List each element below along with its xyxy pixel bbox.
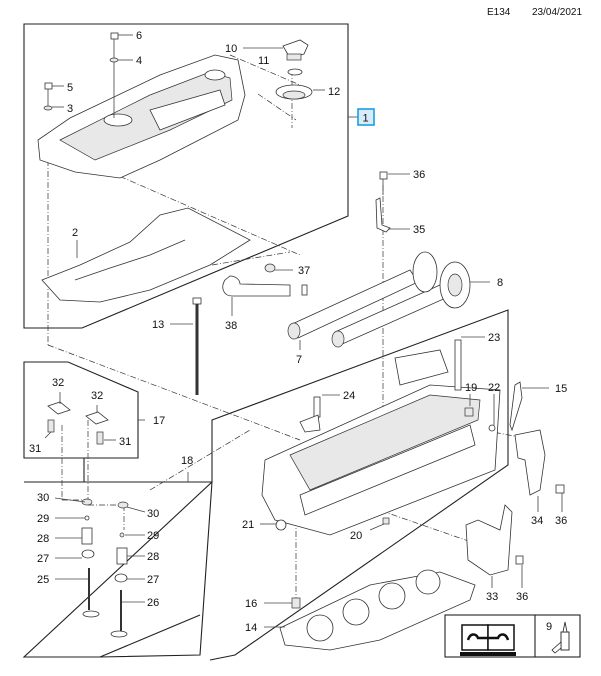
breather-hose xyxy=(222,263,308,297)
oil-filler-cap-assembly xyxy=(275,39,313,100)
callout-label-31-left[interactable]: 31 xyxy=(29,443,41,455)
dowel xyxy=(291,597,301,609)
camshafts xyxy=(287,251,471,348)
assembly-callout-box[interactable] xyxy=(357,108,375,126)
callout-label-27-right[interactable]: 27 xyxy=(147,574,159,586)
callout-label-23[interactable]: 23 xyxy=(488,332,500,344)
callout-label-33[interactable]: 33 xyxy=(486,591,498,603)
callout-label-26[interactable]: 26 xyxy=(147,597,159,609)
callout-labels: 6 4 5 3 10 11 12 2 36 35 37 8 13 xyxy=(29,30,567,634)
callout-label-20[interactable]: 20 xyxy=(350,530,362,542)
callout-label-38[interactable]: 38 xyxy=(225,320,237,332)
valve-parts xyxy=(81,498,129,638)
bracket-bolt xyxy=(555,484,565,494)
callout-label-18[interactable]: 18 xyxy=(181,455,193,467)
head-small-parts xyxy=(275,339,523,531)
callout-label-14[interactable]: 13 xyxy=(152,319,164,331)
callout-label-28-right[interactable]: 28 xyxy=(147,551,159,563)
callout-label-36-top[interactable]: 36 xyxy=(413,169,425,181)
callout-label-32-left[interactable]: 32 xyxy=(52,377,64,389)
callout-label-34[interactable]: 34 xyxy=(531,515,543,527)
callout-label-22[interactable]: 22 xyxy=(488,382,500,394)
valve-frame-diagonal xyxy=(99,614,201,658)
head-gasket xyxy=(279,569,476,651)
callout-label-29-left[interactable]: 30 xyxy=(37,492,49,504)
callout-label-30-left[interactable]: 29 xyxy=(37,513,49,525)
callout-label-5[interactable]: 5 xyxy=(67,82,73,94)
callout-label-13[interactable]: 14 xyxy=(245,622,257,634)
cylinder-head-group-frame xyxy=(209,309,509,661)
gasket-inner-line xyxy=(74,239,186,281)
callout-label-30-right[interactable]: 29 xyxy=(147,530,159,542)
rh-bracket xyxy=(514,429,546,496)
callout-label-15[interactable]: 15 xyxy=(555,383,567,395)
callout-label-12[interactable]: 12 xyxy=(328,86,340,98)
callout-label-29-right[interactable]: 30 xyxy=(147,508,159,520)
callout-label-2[interactable]: 2 xyxy=(72,227,78,239)
head-bolt xyxy=(192,297,202,395)
callout-label-16[interactable]: 16 xyxy=(245,598,257,610)
callout-label-37[interactable]: 37 xyxy=(298,265,310,277)
callout-label-31-right[interactable]: 31 xyxy=(119,436,131,448)
callout-label-3[interactable]: 3 xyxy=(67,103,73,115)
assembly-callout-1[interactable]: 1 xyxy=(357,108,375,126)
sealant-tube-icon xyxy=(551,621,570,654)
callout-label-36-bottom[interactable]: 36 xyxy=(516,591,528,603)
callout-label-28-left[interactable]: 28 xyxy=(37,533,49,545)
callout-label-4[interactable]: 4 xyxy=(136,55,142,67)
callout-label-7[interactable]: 7 xyxy=(296,354,302,366)
cylinder-head xyxy=(261,349,501,536)
callout-label-36-right[interactable]: 36 xyxy=(555,515,567,527)
legend-sealant-number: 9 xyxy=(546,621,552,633)
diagram-date: 23/04/2021 xyxy=(532,7,583,18)
callout-label-10[interactable]: 10 xyxy=(225,43,237,55)
valve-cover xyxy=(37,54,246,179)
diagram-code: E134 xyxy=(487,7,511,18)
rocker-group-frame xyxy=(23,361,139,459)
callout-label-19[interactable]: 19 xyxy=(465,382,477,394)
lower-bracket-bolt xyxy=(515,555,524,565)
callout-label-35[interactable]: 35 xyxy=(413,224,425,236)
legend-box: 9 xyxy=(444,614,581,658)
assembly-callout-number: 1 xyxy=(363,113,369,125)
callout-label-27-left[interactable]: 27 xyxy=(37,553,49,565)
callout-label-11[interactable]: 11 xyxy=(258,55,269,67)
upper-bracket xyxy=(375,171,391,233)
callout-label-32-right[interactable]: 32 xyxy=(91,390,103,402)
callout-label-24[interactable]: 24 xyxy=(343,390,355,402)
rocker-parts xyxy=(47,401,109,445)
lower-bracket xyxy=(465,504,513,576)
callout-label-8[interactable]: 8 xyxy=(497,277,503,289)
repair-manual-icon xyxy=(460,624,516,656)
callout-label-25[interactable]: 25 xyxy=(37,574,49,586)
callout-label-21[interactable]: 21 xyxy=(242,519,254,531)
callout-label-17[interactable]: 17 xyxy=(153,415,165,427)
callout-label-6[interactable]: 6 xyxy=(136,30,142,42)
valve-cover-group-frame xyxy=(23,23,349,329)
